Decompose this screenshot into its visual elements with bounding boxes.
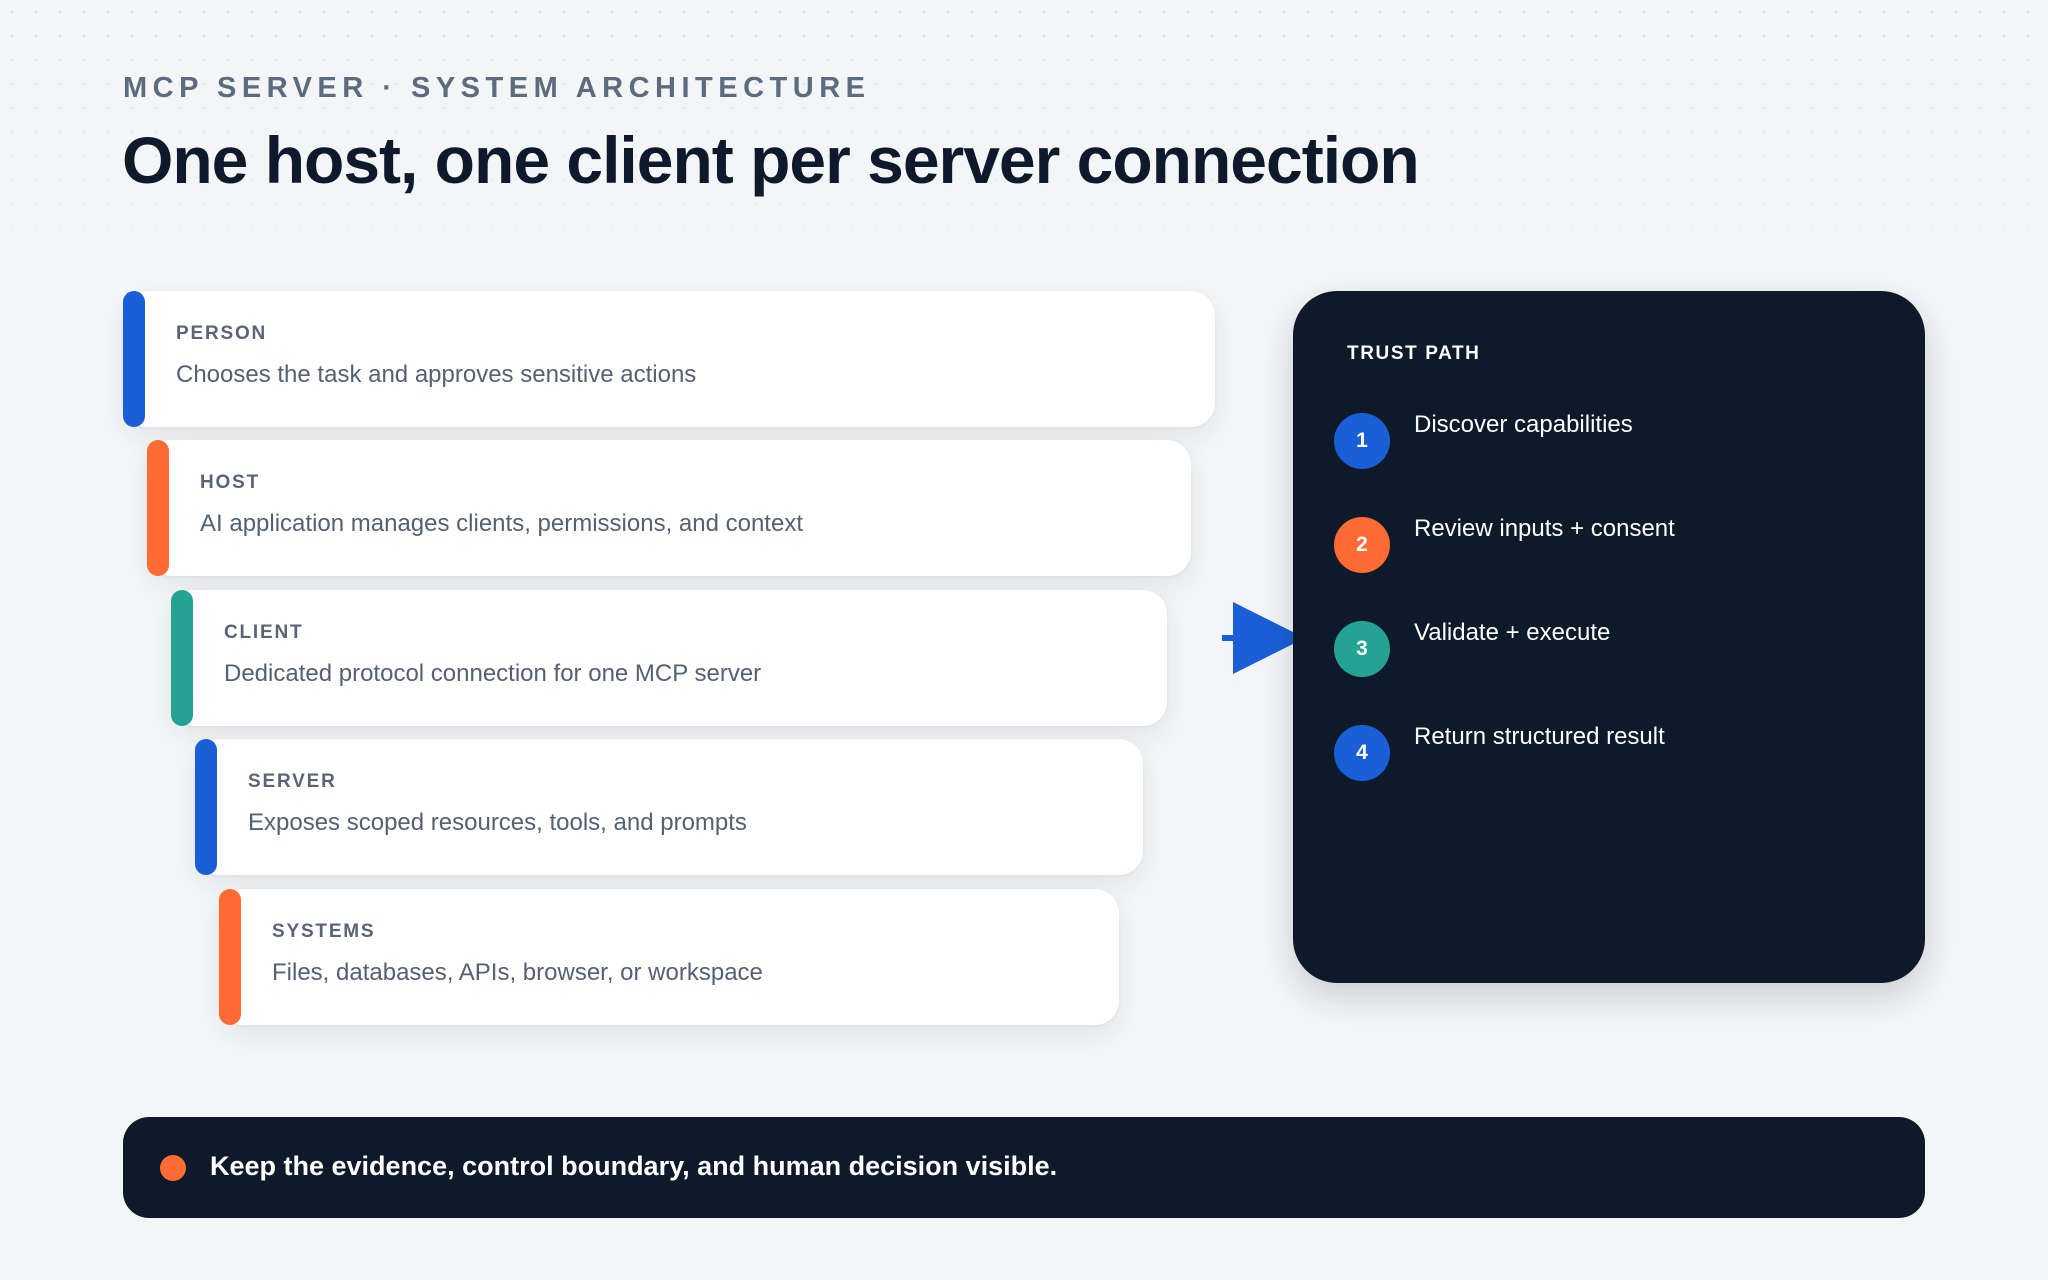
trust-path-title: TRUST PATH [1347, 343, 1481, 364]
layer-description: Dedicated protocol connection for one MC… [224, 660, 762, 687]
arrow-right-icon [1222, 602, 1305, 674]
layer-label: SYSTEMS [272, 921, 376, 942]
trust-path-panel: TRUST PATH 1 Discover capabilities 2 Rev… [1293, 291, 1925, 983]
trust-step: 1 Discover capabilities [1334, 411, 1894, 473]
layer-label: PERSON [176, 323, 268, 344]
step-label: Return structured result [1414, 723, 1665, 750]
layer-accent-bar [123, 291, 145, 427]
layer-description: Exposes scoped resources, tools, and pro… [248, 809, 747, 836]
layer-person: PERSON Chooses the task and approves sen… [123, 291, 1215, 427]
step-number-badge: 2 [1334, 517, 1390, 573]
footer-message: Keep the evidence, control boundary, and… [210, 1151, 1058, 1181]
layer-description: Files, databases, APIs, browser, or work… [272, 959, 763, 986]
trust-step: 4 Return structured result [1334, 723, 1894, 785]
layer-label: CLIENT [224, 622, 304, 643]
page-title: One host, one client per server connecti… [122, 123, 1420, 197]
step-number-badge: 3 [1334, 621, 1390, 677]
footer-banner: Keep the evidence, control boundary, and… [123, 1117, 1925, 1218]
eyebrow: MCP SERVER · SYSTEM ARCHITECTURE [123, 72, 871, 104]
layer-description: Chooses the task and approves sensitive … [176, 361, 697, 388]
status-dot-icon [160, 1155, 186, 1181]
step-label: Review inputs + consent [1414, 515, 1675, 542]
layer-systems: SYSTEMS Files, databases, APIs, browser,… [219, 889, 1119, 1025]
layer-label: HOST [200, 472, 260, 493]
dot-grid-background [0, 0, 2048, 300]
layer-label: SERVER [248, 771, 337, 792]
trust-step: 2 Review inputs + consent [1334, 515, 1894, 577]
step-label: Validate + execute [1414, 619, 1611, 646]
step-number-badge: 1 [1334, 413, 1390, 469]
layer-description: AI application manages clients, permissi… [200, 510, 803, 537]
layer-accent-bar [171, 590, 193, 726]
step-number-badge: 4 [1334, 725, 1390, 781]
layer-host: HOST AI application manages clients, per… [147, 440, 1191, 576]
layer-accent-bar [219, 889, 241, 1025]
layer-client: CLIENT Dedicated protocol connection for… [171, 590, 1167, 726]
layer-accent-bar [195, 739, 217, 875]
layer-server: SERVER Exposes scoped resources, tools, … [195, 739, 1143, 875]
layer-accent-bar [147, 440, 169, 576]
trust-step: 3 Validate + execute [1334, 619, 1894, 681]
step-label: Discover capabilities [1414, 411, 1633, 438]
